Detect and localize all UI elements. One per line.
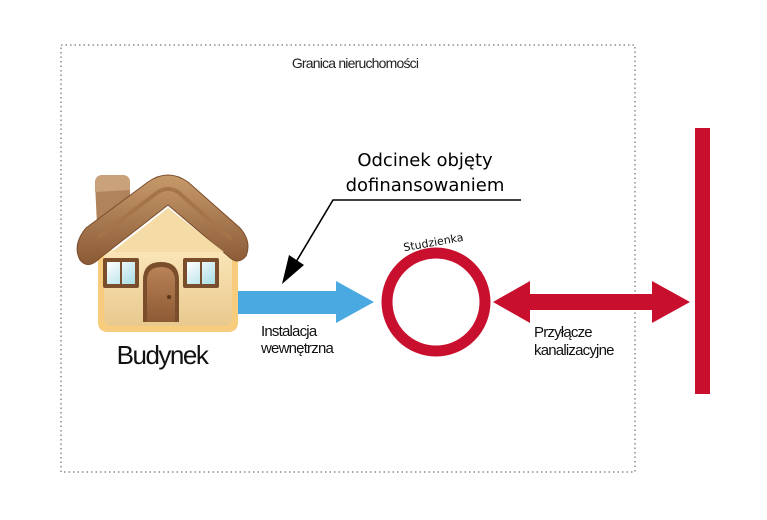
sewer-connection-arrow: [493, 281, 690, 323]
building-label: Budynek: [117, 340, 210, 370]
main-sewer-line: [695, 128, 710, 394]
internal-installation-arrow: [238, 281, 374, 323]
internal-installation-label-line1: Instalacja: [261, 323, 318, 340]
funded-section-pointer: [282, 199, 521, 284]
sewer-connection-label-line2: kanalizacyjne: [534, 342, 614, 359]
internal-installation-label-line2: wewnętrzna: [260, 340, 334, 357]
funded-section-label-line1: Odcinek objęty: [357, 150, 493, 171]
funded-section-label-line2: dofinansowaniem: [346, 175, 505, 196]
manhole-ring: [381, 247, 491, 357]
property-boundary: [60, 44, 636, 473]
house-icon: [76, 174, 249, 332]
property-boundary-label: Granica nieruchomości: [292, 55, 419, 71]
sewer-connection-label-line1: Przyłącze: [534, 324, 592, 341]
